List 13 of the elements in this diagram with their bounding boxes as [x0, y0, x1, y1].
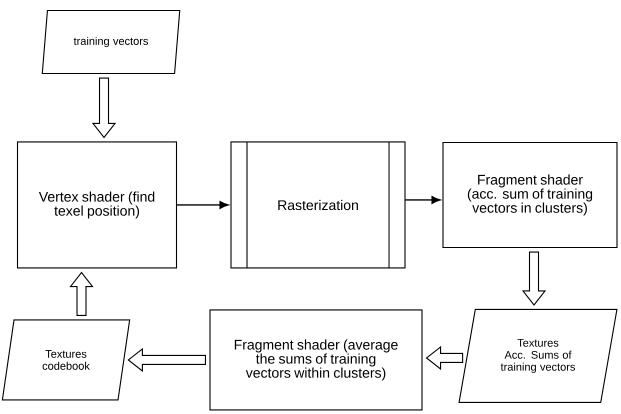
arrow [69, 272, 94, 316]
arrow [406, 196, 440, 204]
data-parallelogram: Textures codebook [2, 319, 130, 401]
arrow [92, 78, 116, 138]
arrow [177, 201, 228, 209]
process-box: Fragment shader (acc. sum of training vectors in clusters) [442, 142, 618, 248]
arrow [522, 251, 546, 306]
arrow [127, 348, 206, 372]
process-box: Vertex shader (find texel position) [16, 141, 178, 269]
data-parallelogram: training vectors [42, 10, 180, 74]
arrow [426, 346, 464, 370]
predefined-process-box: Rasterization [230, 141, 406, 269]
process-box: Fragment shader (average the sums of training vectors within clusters) [209, 309, 423, 411]
